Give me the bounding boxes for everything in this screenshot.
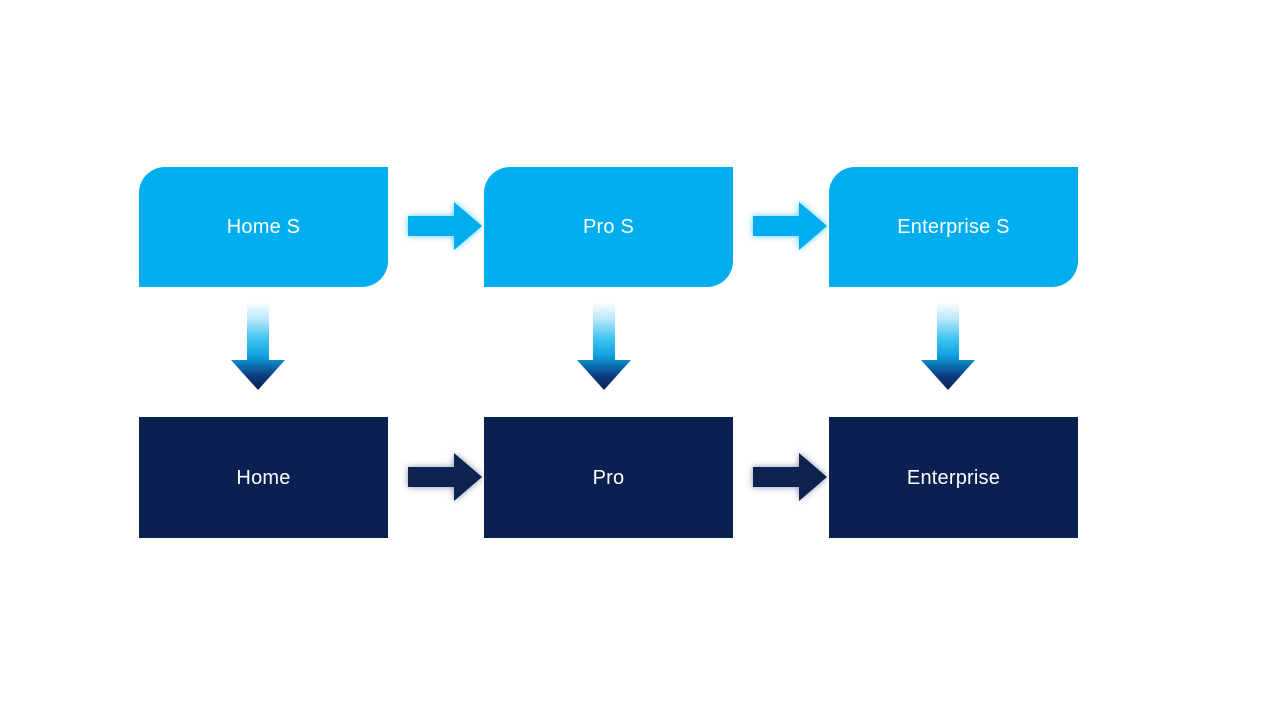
node-enterprise-s[interactable]: Enterprise S [829, 167, 1078, 287]
arrow-down-icon [921, 302, 975, 390]
connector-pro-s-to-pro [573, 298, 635, 394]
connector-enterprise-s-to-enterprise [917, 298, 979, 394]
node-pro-s-label: Pro S [582, 216, 635, 238]
arrow-right-icon [753, 202, 827, 250]
connector-home-s-to-home [227, 298, 289, 394]
node-home-label: Home [236, 466, 291, 489]
arrow-down-icon [231, 302, 285, 390]
node-home-s[interactable]: Home S [139, 167, 388, 287]
node-pro[interactable]: Pro [484, 417, 733, 538]
arrow-down-icon [577, 302, 631, 390]
connector-pro-s-to-enterprise-s [747, 194, 833, 258]
arrow-right-icon [753, 453, 827, 501]
connector-pro-to-enterprise [747, 445, 833, 509]
arrow-right-icon [408, 202, 482, 250]
node-pro-s[interactable]: Pro S [484, 167, 733, 287]
arrow-right-icon [408, 453, 482, 501]
node-enterprise-label: Enterprise [906, 466, 1001, 489]
node-home[interactable]: Home [139, 417, 388, 538]
node-home-s-label: Home S [226, 216, 301, 238]
connector-home-to-pro [402, 445, 488, 509]
connector-home-s-to-pro-s [402, 194, 488, 258]
node-enterprise-s-label: Enterprise S [897, 216, 1010, 238]
node-pro-label: Pro [592, 466, 625, 489]
node-enterprise[interactable]: Enterprise [829, 417, 1078, 538]
